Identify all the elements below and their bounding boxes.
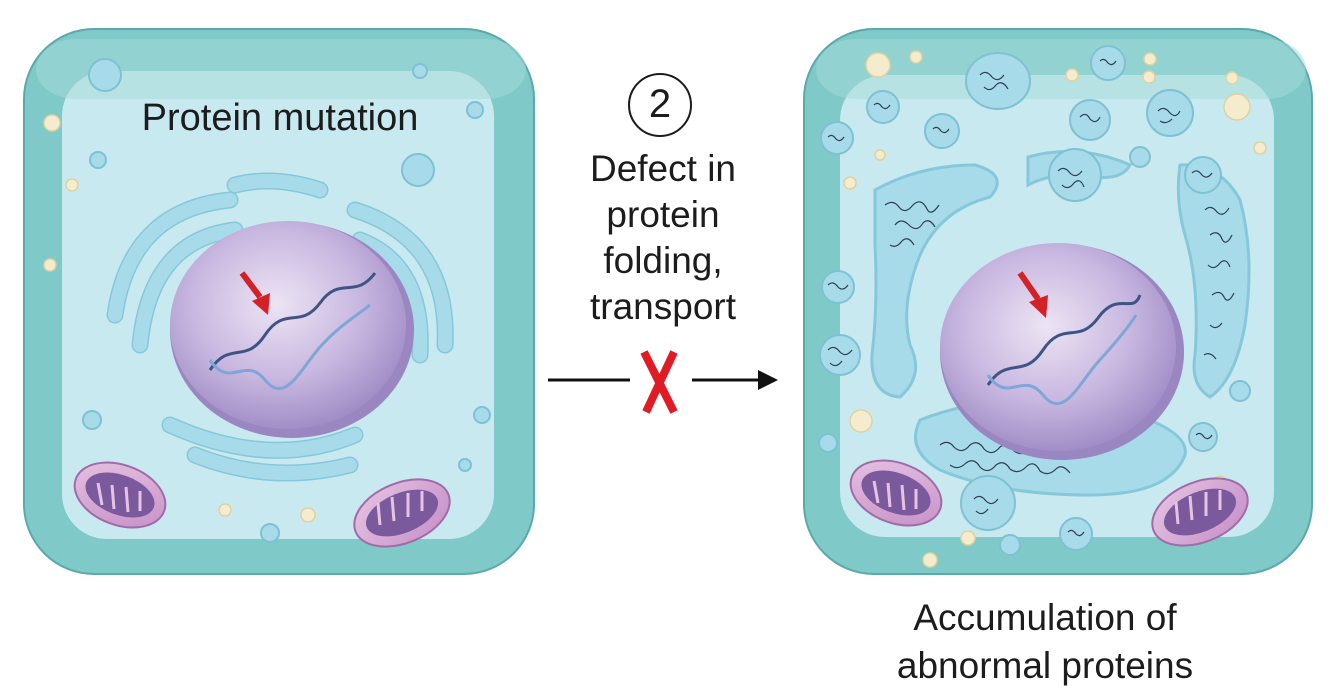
defective-cell-diagram bbox=[803, 28, 1313, 575]
normal-cell-diagram bbox=[23, 28, 535, 575]
left-cell-title: Protein mutation bbox=[141, 97, 419, 139]
mitochondrion-left bbox=[849, 459, 943, 527]
step-line: protein bbox=[606, 194, 720, 235]
mitochondrion-left bbox=[73, 461, 167, 529]
process-arrow-icon bbox=[692, 370, 778, 390]
mutation-arrow-icon bbox=[239, 271, 270, 315]
caption-line: abnormal proteins bbox=[896, 645, 1194, 686]
dna-helix-icon bbox=[986, 294, 1142, 406]
step-number-badge: 2 bbox=[628, 73, 692, 137]
mitochondrion-right bbox=[1151, 477, 1249, 547]
blocked-process-arrow bbox=[548, 350, 778, 414]
mutation-arrow-icon bbox=[1017, 271, 1048, 318]
vesicles bbox=[82, 58, 491, 543]
mitochondrion-right bbox=[353, 478, 451, 548]
dna-helix-icon bbox=[208, 272, 377, 391]
blocked-x-icon bbox=[640, 350, 678, 414]
step-line: transport bbox=[589, 286, 736, 327]
endoplasmic-reticulum bbox=[106, 172, 454, 482]
aggregate-vesicles bbox=[818, 45, 1251, 556]
vesicle-scribbles bbox=[827, 58, 1213, 537]
caption-line: Accumulation of bbox=[913, 597, 1177, 638]
right-cell-caption: Accumulation of abnormal proteins bbox=[830, 594, 1260, 690]
step-line: Defect in bbox=[589, 148, 736, 189]
step-line: folding, bbox=[603, 240, 723, 281]
step-description: Defect in protein folding, transport bbox=[548, 146, 778, 330]
granules bbox=[43, 114, 316, 523]
